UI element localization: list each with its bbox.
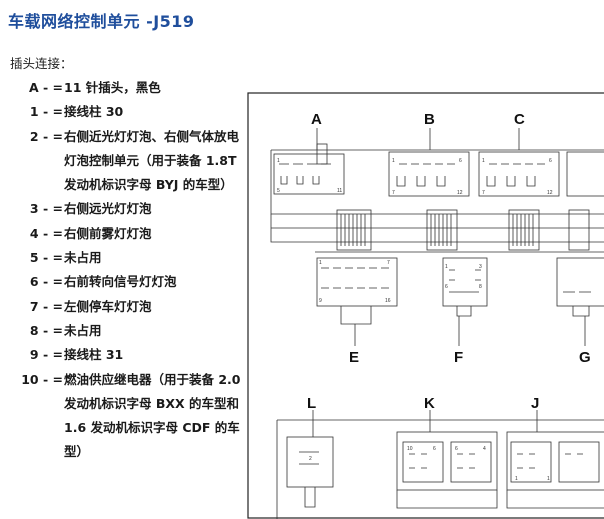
- legend-item: 10 - =燃油供应继电器（用于装备 2.0 发动机标识字母 BXX 的车型和 …: [12, 368, 244, 465]
- pin-number: 16: [385, 298, 391, 304]
- pin-number: 2: [309, 456, 312, 462]
- pin-number: 11: [337, 188, 342, 194]
- pin-number: 6: [455, 446, 458, 452]
- pin-number: 1: [547, 476, 550, 482]
- connector-label-a: A: [311, 111, 322, 128]
- legend-key: 8 - =: [29, 322, 63, 338]
- pin-legend: A - =11 针插头，黑色 1 - =接线柱 30 2 - =右侧近光灯灯泡、…: [12, 76, 244, 465]
- connector-label-c: C: [514, 111, 525, 128]
- legend-key: 6 - =: [29, 274, 63, 290]
- pin-number: 4: [483, 446, 486, 452]
- legend-item: 1 - =接线柱 30: [12, 100, 244, 124]
- pin-number: 6: [459, 158, 462, 164]
- pin-number: 3: [479, 264, 482, 270]
- connector-label-e: E: [349, 349, 359, 366]
- legend-text: 左侧停车灯灯泡: [64, 298, 152, 314]
- page-title: 车载网络控制单元 -J519: [8, 12, 195, 31]
- pin-number: 1: [482, 158, 485, 164]
- pin-number: 1: [277, 158, 280, 164]
- connector-intro: 插头连接：: [10, 56, 73, 71]
- connector-label-l: L: [307, 395, 316, 412]
- legend-text: 右侧前雾灯灯泡: [64, 225, 152, 241]
- legend-text: 未占用: [64, 250, 102, 266]
- connector-label-k: K: [424, 395, 435, 412]
- legend-key: A - =: [28, 80, 63, 95]
- legend-key: 7 - =: [29, 298, 63, 314]
- pin-number: 9: [319, 298, 322, 304]
- legend-key: 4 - =: [29, 225, 63, 241]
- pin-number: 12: [547, 190, 553, 196]
- legend-text: 右前转向信号灯灯泡: [64, 274, 177, 290]
- legend-item: 3 - =右侧远光灯灯泡: [12, 197, 244, 221]
- legend-item: 9 - =接线柱 31: [12, 343, 244, 367]
- legend-item: 2 - =右侧近光灯灯泡、右侧气体放电灯泡控制单元（用于装备 1.8T 发动机标…: [12, 125, 244, 198]
- pin-number: 12: [457, 190, 463, 196]
- legend-key: 1 - =: [29, 104, 63, 120]
- legend-text: 接线柱 31: [64, 347, 124, 363]
- pin-number: 6: [549, 158, 552, 164]
- legend-key: 5 - =: [29, 250, 63, 266]
- pin-number: 7: [482, 190, 485, 196]
- legend-text: 燃油供应继电器（用于装备 2.0 发动机标识字母 BXX 的车型和 1.6 发动…: [64, 371, 241, 460]
- connector-label-f: F: [454, 349, 463, 366]
- legend-item: A - =11 针插头，黑色: [12, 76, 244, 100]
- legend-item: 7 - =左侧停车灯灯泡: [12, 295, 244, 319]
- pin-number: 1: [445, 264, 448, 270]
- pin-number: 6: [433, 446, 436, 452]
- pin-number: 1: [319, 260, 322, 266]
- legend-item: 8 - =未占用: [12, 319, 244, 343]
- pin-number: 5: [277, 188, 280, 194]
- connector-label-g: G: [579, 349, 591, 366]
- legend-text: 右侧近光灯灯泡、右侧气体放电灯泡控制单元（用于装备 1.8T 发动机标识字母 B…: [64, 128, 240, 193]
- legend-key: 2 - =: [29, 128, 63, 144]
- pin-number: 8: [479, 284, 482, 290]
- legend-text: 未占用: [64, 322, 102, 338]
- pin-number: 7: [387, 260, 390, 266]
- pin-number: 1: [392, 158, 395, 164]
- pin-number: 7: [392, 190, 395, 196]
- pin-number: 1: [515, 476, 518, 482]
- pin-number: 10: [407, 446, 413, 452]
- connector-label-j: J: [531, 395, 539, 412]
- legend-text: 11 针插头，黑色: [64, 80, 161, 95]
- legend-item: 6 - =右前转向信号灯灯泡: [12, 270, 244, 294]
- legend-key: 3 - =: [29, 201, 63, 217]
- connector-label-b: B: [424, 111, 435, 128]
- legend-text: 右侧远光灯灯泡: [64, 201, 152, 217]
- connector-diagram: A B C E F G L K J 1 5 11 1 6 7 12 1 6 7 …: [247, 92, 604, 519]
- legend-item: 4 - =右侧前雾灯灯泡: [12, 222, 244, 246]
- pin-number: 6: [445, 284, 448, 290]
- legend-text: 接线柱 30: [64, 104, 124, 120]
- legend-key: 9 - =: [29, 347, 63, 363]
- legend-key: 10 - =: [21, 371, 63, 387]
- legend-item: 5 - =未占用: [12, 246, 244, 270]
